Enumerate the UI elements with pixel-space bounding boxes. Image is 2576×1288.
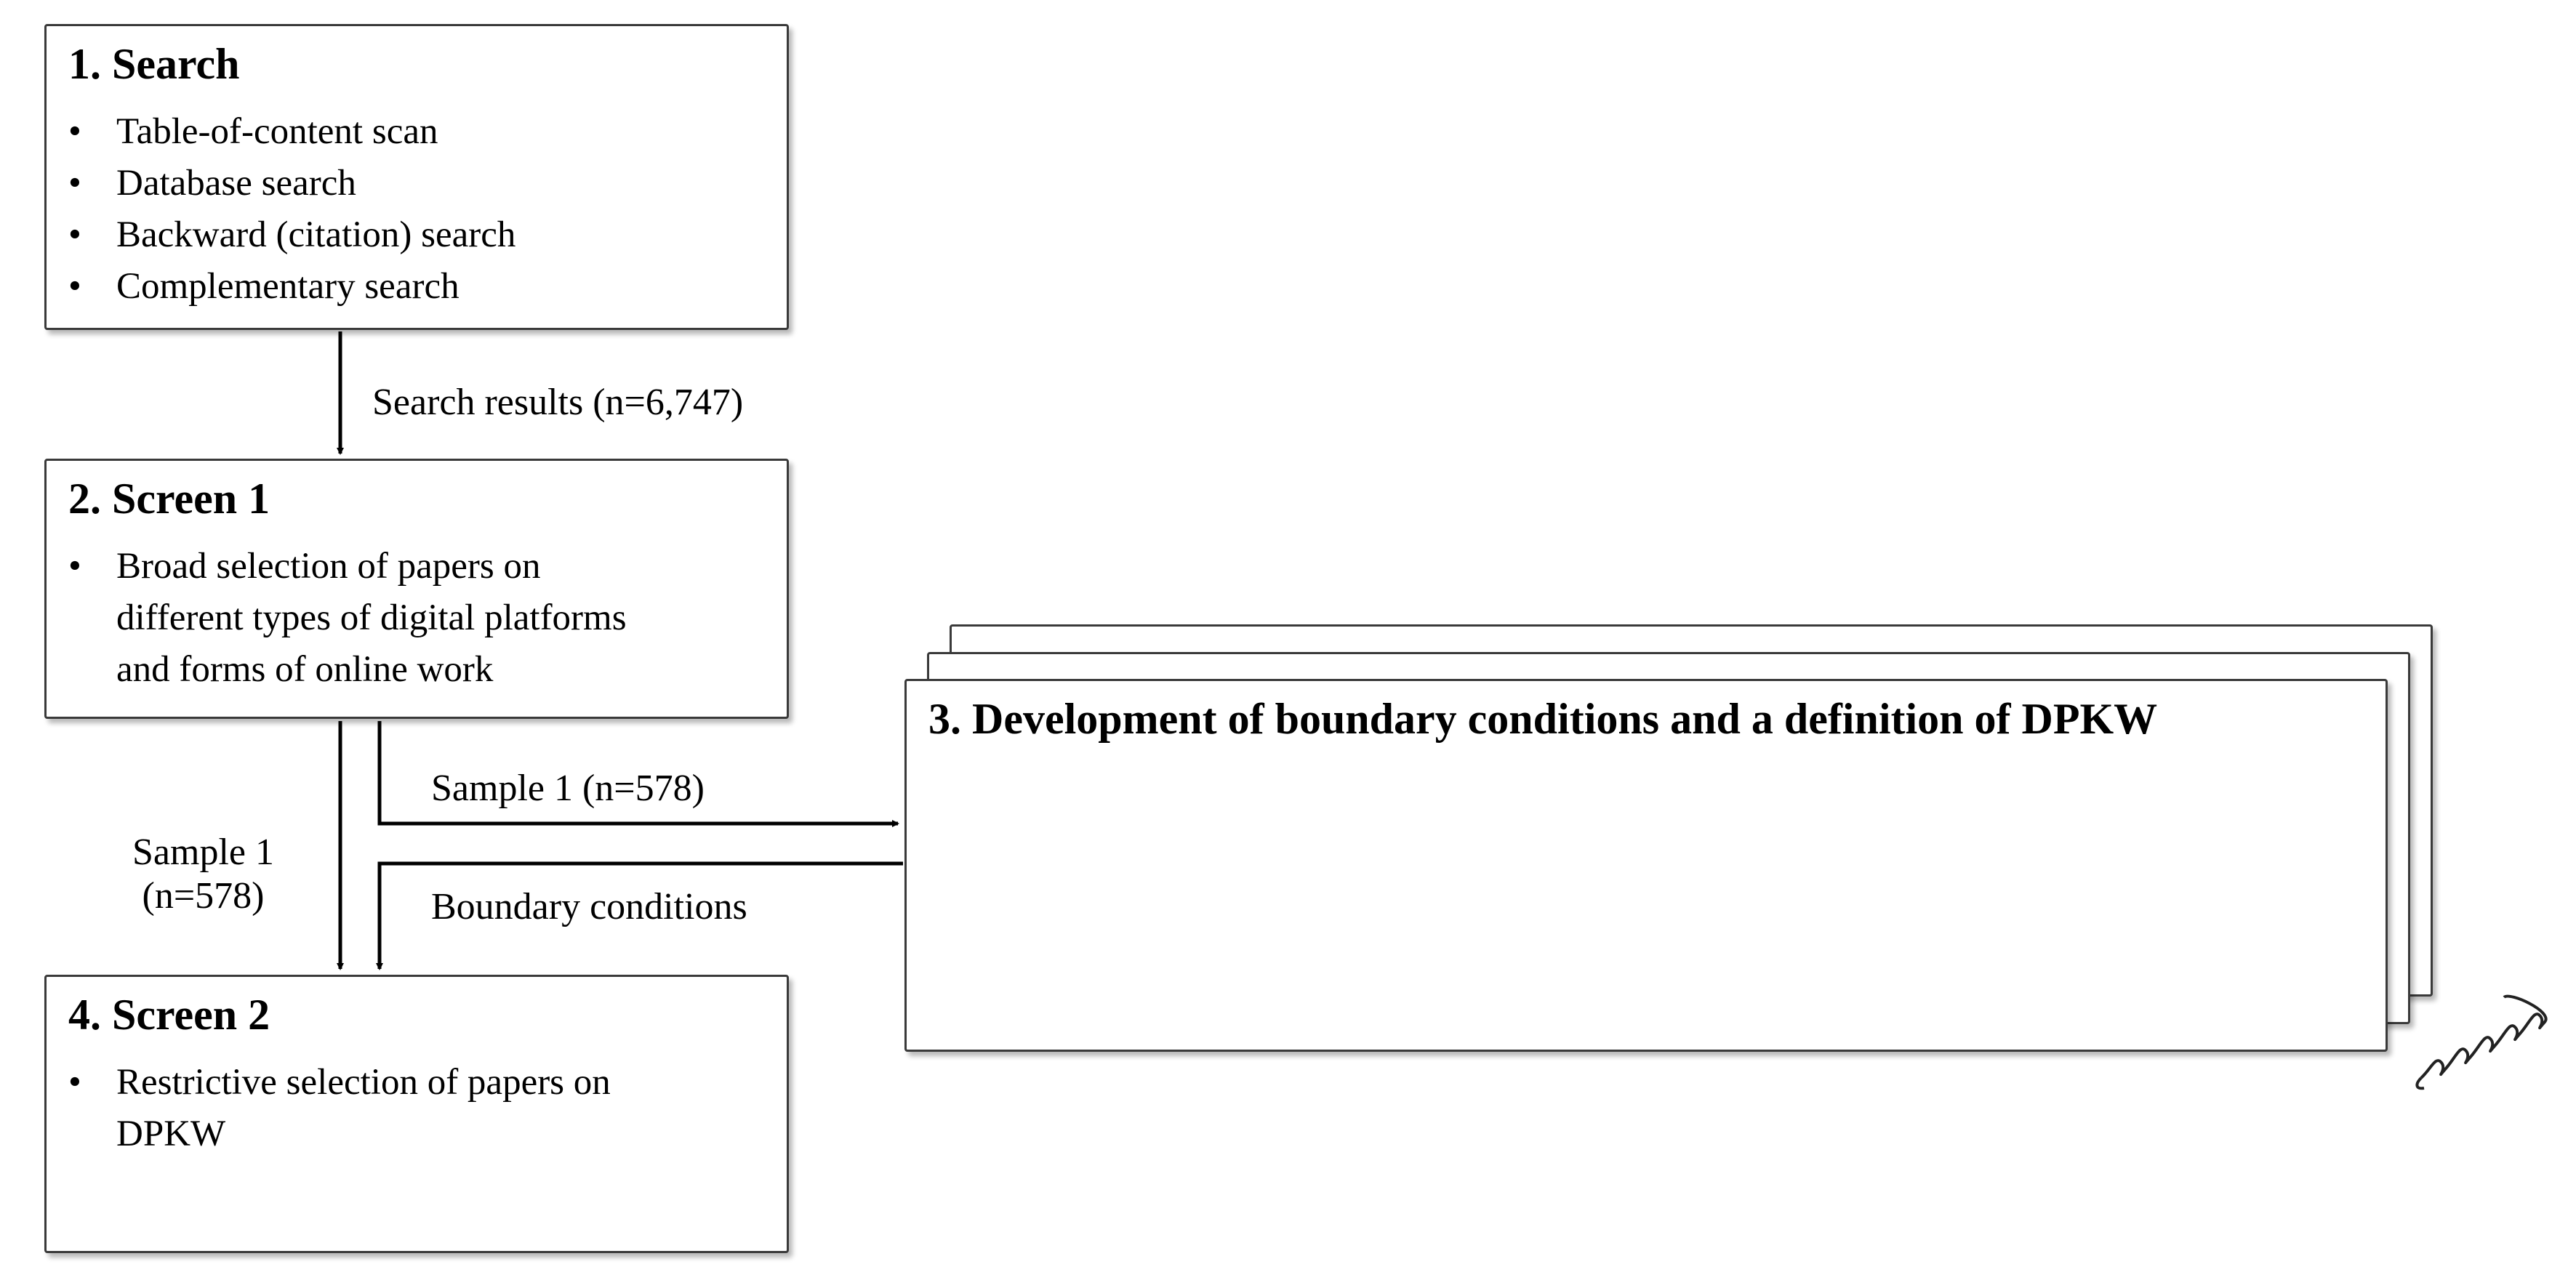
- list-item-text: Backward (citation) search: [116, 214, 516, 255]
- search-title: 1. Search: [68, 40, 240, 88]
- list-item-text: Restrictive selection of papers on DPKW: [116, 1057, 611, 1160]
- sample1-left-line1: Sample 1: [132, 832, 274, 873]
- screen1-bullet-list: • Broad selection of papers on different…: [68, 541, 627, 696]
- development-to-screen2-arrow: [376, 861, 903, 970]
- bullet-icon: •: [68, 1062, 81, 1103]
- development-title: 3. Development of boundary conditions an…: [928, 695, 2158, 743]
- list-item: • Table-of-content scan: [68, 106, 515, 158]
- text-line: DPKW: [116, 1114, 226, 1154]
- text-line: different types of digital platforms: [116, 597, 627, 638]
- screen2-bullet-list: • Restrictive selection of papers on DPK…: [68, 1057, 611, 1160]
- screen1-title: 2. Screen 1: [68, 475, 270, 523]
- sample1-left-line2: (n=578): [142, 875, 265, 917]
- list-item: • Backward (citation) search: [68, 209, 515, 261]
- list-item-text: Complementary search: [116, 266, 460, 307]
- screen2-title: 4. Screen 2: [68, 991, 270, 1039]
- search-box: 1. Search • Table-of-content scan • Databa…: [44, 24, 789, 330]
- search-bullet-list: •Table-of-content scan •Database search …: [68, 106, 515, 313]
- list-item: • Broad selection of papers on different…: [68, 541, 627, 696]
- list-item: • Restrictive selection of papers on DPK…: [68, 1057, 611, 1160]
- sample1-to-development-label: Sample 1 (n=578): [431, 768, 705, 809]
- bullet-icon: •: [68, 546, 81, 587]
- list-item-text: Table-of-content scan: [116, 111, 438, 152]
- text-line: and forms of online work: [116, 649, 494, 690]
- list-item-text: Database search: [116, 163, 356, 204]
- list-item: • Complementary search: [68, 261, 515, 313]
- development-box: 3. Development of boundary conditions an…: [904, 679, 2388, 1052]
- screen1-box: 2. Screen 1 • Broad selection of papers …: [44, 459, 789, 719]
- list-item-text: Broad selection of papers on different t…: [116, 541, 627, 696]
- iteration-coil-icon: [2415, 994, 2548, 1090]
- bullet-icon: •: [68, 214, 81, 255]
- screen2-box: 4. Screen 2 • Restrictive selection of p…: [44, 975, 789, 1253]
- text-line: Restrictive selection of papers on: [116, 1062, 611, 1103]
- search-results-label: Search results (n=6,747): [372, 382, 744, 423]
- bullet-icon: •: [68, 266, 81, 307]
- sample1-left-label: Sample 1 (n=578): [132, 831, 274, 918]
- bullet-icon: •: [68, 111, 81, 152]
- list-item: • Database search: [68, 158, 515, 209]
- text-line: Broad selection of papers on: [116, 546, 541, 587]
- boundary-conditions-label: Boundary conditions: [431, 886, 747, 927]
- screen1-to-development-arrow: [377, 721, 899, 827]
- bullet-icon: •: [68, 163, 81, 204]
